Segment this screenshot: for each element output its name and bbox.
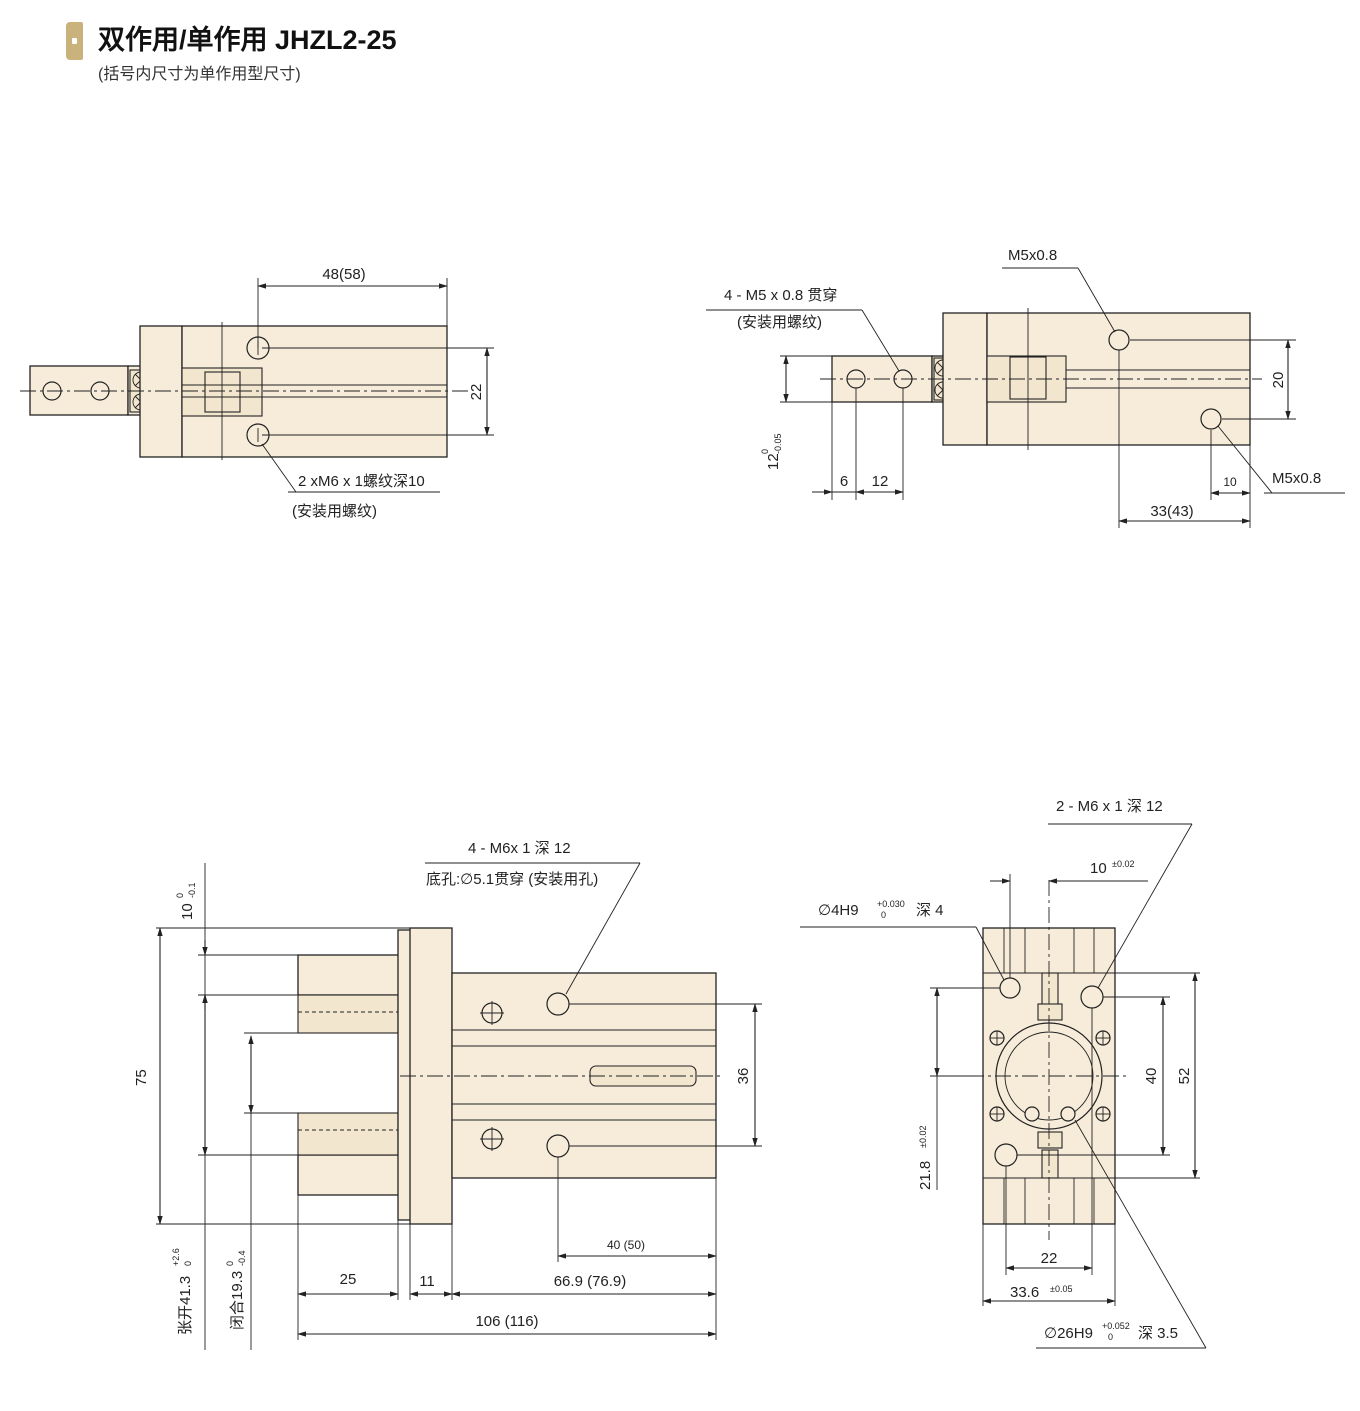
end-view-dim-33-tol: ±0.05 [1050, 1284, 1072, 1294]
end-view-dim-21-tol: ±0.02 [918, 1126, 928, 1148]
end-view-pin-hole-tol-upper: +0.030 [877, 899, 905, 909]
front-view-open-tol-lower: 0 [183, 1261, 193, 1266]
end-view-dim-33: 33.6 [1010, 1284, 1039, 1301]
side-view-port-2 [1200, 408, 1222, 430]
end-view-bore-tol-lower: 0 [1108, 1332, 1113, 1342]
front-view-dim-11: 11 [419, 1273, 435, 1290]
side-view-through-note-sub: (安装用螺纹) [737, 314, 822, 331]
front-view-open-label: 张开41.3 [177, 1276, 194, 1335]
front-view-jaw-dim: 10 [179, 903, 196, 920]
side-view-port-top-label: M5x0.8 [1008, 247, 1057, 264]
side-view-dim-10: 10 [1223, 475, 1237, 489]
end-view-nut-bottom [1037, 1131, 1063, 1149]
side-view-height-tol-lower: -0.05 [773, 433, 783, 454]
front-view-close-label: 闭合19.3 [229, 1271, 246, 1330]
front-view-mount-hole-1 [546, 992, 570, 1016]
end-view-thread-note: 2 - M6 x 1 深 12 [1056, 798, 1163, 815]
top-view-thread-note: 2 xM6 x 1螺纹深10 [298, 473, 425, 490]
end-view-bore-label: ∅26H9 [1044, 1325, 1093, 1342]
front-view-mount-note: 4 - M6x 1 深 12 [468, 840, 571, 857]
top-view: 48(58) 22 2 xM6 x 1螺纹深10 (安装用螺纹) [20, 266, 494, 520]
front-view-close-tol-upper: 0 [225, 1261, 235, 1266]
front-view-dim-66: 66.9 (76.9) [554, 1273, 627, 1290]
front-view-close-tol-lower: -0.4 [237, 1250, 247, 1266]
side-view-dim-20: 20 [1270, 372, 1287, 389]
end-view-screw-icon-2 [1095, 1030, 1111, 1046]
front-view-dim-106: 106 (116) [475, 1313, 538, 1330]
top-view-flange [139, 325, 183, 458]
end-view-thread-hole-2 [994, 1143, 1018, 1167]
end-view-screw-icon-3 [989, 1106, 1005, 1122]
side-view-port-1 [1108, 329, 1130, 351]
end-view-bore-depth: 深 3.5 [1138, 1325, 1178, 1342]
side-view-dim-12: 12 [872, 473, 889, 490]
end-view-bore-tol-upper: +0.052 [1102, 1321, 1130, 1331]
end-view-pin-hole-label: ∅4H9 [818, 902, 859, 919]
front-view-spacing-36: 36 [735, 1068, 752, 1085]
end-view-pin-hole-depth: 深 4 [916, 902, 944, 919]
side-view-port-right-label: M5x0.8 [1272, 470, 1321, 487]
side-view-through-note: 4 - M5 x 0.8 贯穿 [724, 287, 837, 304]
front-view-dim-40: 40 (50) [607, 1238, 645, 1252]
front-view-mount-note-sub: 底孔:∅5.1贯穿 (安装用孔) [426, 871, 598, 888]
side-view-height-label: 12 [765, 453, 782, 470]
side-view-dim-33: 33(43) [1150, 503, 1193, 520]
top-view-spacing-label: 22 [468, 384, 485, 401]
end-view-screw-icon-1 [989, 1030, 1005, 1046]
top-view-thread-note-sub: (安装用螺纹) [292, 503, 377, 520]
end-view-dim-52: 52 [1176, 1068, 1193, 1085]
end-view-pin-hole-tol-lower: 0 [881, 910, 886, 920]
end-view-nut-top [1037, 1003, 1063, 1021]
side-view: M5x0.8 M5x0.8 4 - M5 x 0.8 贯穿 (安装用螺纹) 12… [706, 247, 1345, 528]
side-view-dim-6: 6 [840, 473, 848, 490]
title-badge-icon [66, 22, 83, 60]
page-subtitle: (括号内尺寸为单作用型尺寸) [98, 66, 301, 83]
front-view-height-75: 75 [133, 1069, 150, 1086]
end-view: 2 - M6 x 1 深 12 10 ±0.02 ∅4H9 +0.030 0 深… [800, 798, 1207, 1349]
front-view-open-tol-upper: +2.6 [171, 1248, 181, 1266]
front-view-jaw-bottom [297, 1154, 411, 1196]
end-view-dim-21: 21.8 [917, 1161, 934, 1190]
end-view-dim-10: 10 [1090, 860, 1107, 877]
top-view-length-label: 48(58) [322, 266, 365, 283]
end-view-thread-hole-1 [1080, 985, 1104, 1009]
end-view-dim-40: 40 [1143, 1068, 1160, 1085]
end-view-screw-icon-4 [1095, 1106, 1111, 1122]
end-view-pin-hole [999, 977, 1021, 999]
front-view-jaw-tol-upper: 0 [175, 893, 185, 898]
side-view-height-tol-upper: 0 [760, 449, 770, 454]
front-view-dim-25: 25 [340, 1271, 357, 1288]
front-view-jaw-tol-lower: -0.1 [187, 882, 197, 898]
end-view-dim-22: 22 [1041, 1250, 1058, 1267]
page-title: 双作用/单作用 JHZL2-25 [98, 25, 397, 55]
front-view-pin-icon-1 [480, 1001, 504, 1025]
front-view: 4 - M6x 1 深 12 底孔:∅5.1贯穿 (安装用孔) 75 10 0 … [133, 840, 762, 1350]
front-view-jaw-top [297, 954, 411, 996]
end-view-dim-10-tol: ±0.02 [1112, 859, 1134, 869]
front-view-pin-icon-2 [480, 1127, 504, 1151]
front-view-mount-hole-2 [546, 1134, 570, 1158]
